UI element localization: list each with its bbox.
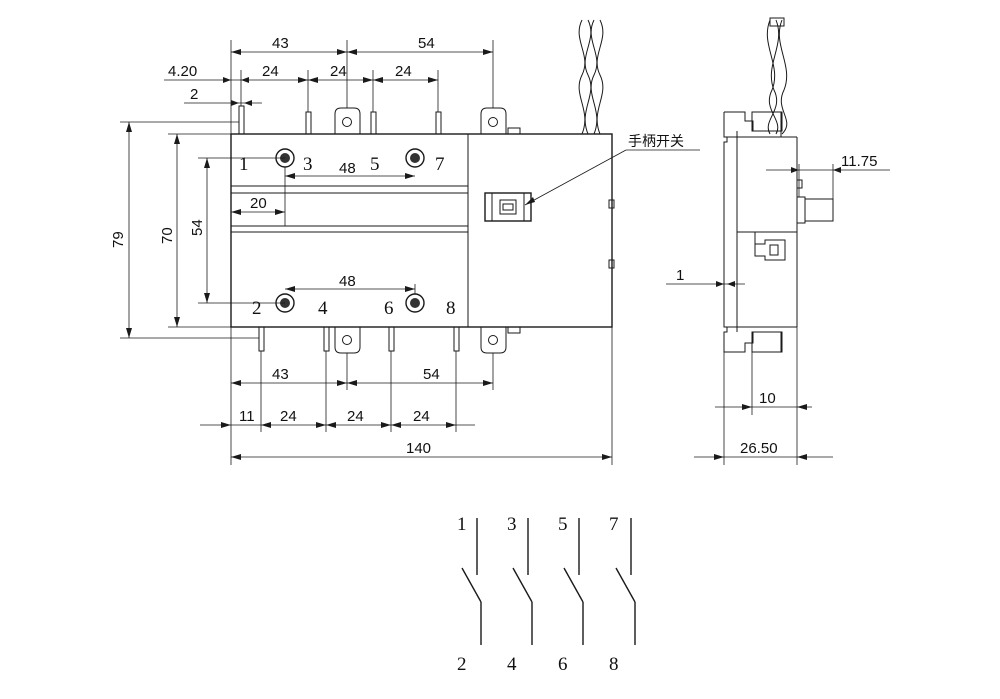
schematic-label-3: 3 [507, 514, 517, 535]
terminal-label-6: 6 [384, 298, 394, 319]
dim-side-26-50: 26.50 [740, 440, 778, 457]
terminal-label-4: 4 [318, 298, 328, 319]
top-mounting-ears [334, 107, 521, 135]
pole-1 [461, 518, 482, 645]
dim-height-54: 54 [189, 219, 206, 236]
dim-bottom-24-a: 24 [280, 408, 297, 425]
dim-bottom-11: 11 [239, 408, 255, 425]
front-view: 1 3 5 7 2 4 6 8 手柄开关 [230, 19, 700, 354]
pole-3 [563, 518, 584, 645]
dim-height-79: 79 [110, 231, 127, 248]
schematic-label-6: 6 [558, 654, 568, 675]
terminal-label-1: 1 [239, 154, 249, 175]
dim-height-70: 70 [159, 227, 176, 244]
main-body-outline [230, 133, 613, 328]
schematic-label-4: 4 [507, 654, 517, 675]
front-dimensions: 43 54 4.20 24 24 24 2 79 70 54 [110, 35, 613, 465]
pole-2 [512, 518, 533, 645]
dim-bottom-24-b: 24 [347, 408, 364, 425]
dim-side-11-75: 11.75 [841, 153, 877, 170]
handle-switch-label: 手柄开关 [628, 134, 684, 150]
dim-total-140: 140 [406, 440, 431, 457]
dim-top-43: 43 [272, 35, 289, 52]
terminal-label-5: 5 [370, 154, 380, 175]
terminal-label-8: 8 [446, 298, 456, 319]
dim-offset-4-20: 4.20 [168, 63, 197, 80]
dim-pitch-24-b: 24 [330, 63, 347, 80]
dim-pitch-24-a: 24 [262, 63, 279, 80]
schematic-label-5: 5 [558, 514, 568, 535]
dim-offset-2: 2 [190, 86, 198, 103]
side-dimensions: 11.75 1 10 26.50 [666, 153, 890, 465]
dim-inner-48-top: 48 [339, 160, 356, 177]
dim-side-10: 10 [759, 390, 776, 407]
side-view [723, 17, 834, 353]
bottom-mounting-ears [334, 326, 521, 354]
terminal-label-2: 2 [252, 298, 262, 319]
schematic-label-1: 1 [457, 514, 467, 535]
schematic-label-7: 7 [609, 514, 619, 535]
dim-pitch-24-c: 24 [395, 63, 412, 80]
dim-inner-48-bottom: 48 [339, 273, 356, 290]
dim-top-54: 54 [418, 35, 435, 52]
dim-bottom-54: 54 [423, 366, 440, 383]
schematic-label-8: 8 [609, 654, 619, 675]
dim-side-1: 1 [676, 267, 684, 284]
terminal-label-3: 3 [303, 154, 313, 175]
terminal-label-7: 7 [435, 154, 445, 175]
dim-offset-20: 20 [250, 195, 267, 212]
pole-4 [615, 518, 636, 645]
handle-switch [484, 192, 532, 222]
dim-bottom-24-c: 24 [413, 408, 430, 425]
dim-bottom-43: 43 [272, 366, 289, 383]
top-pins [238, 105, 442, 135]
bottom-pins [258, 326, 460, 352]
wire-harness-front [578, 19, 604, 135]
schematic-label-2: 2 [457, 654, 467, 675]
switch-schematic: 1 3 5 7 2 4 6 8 [457, 514, 636, 675]
